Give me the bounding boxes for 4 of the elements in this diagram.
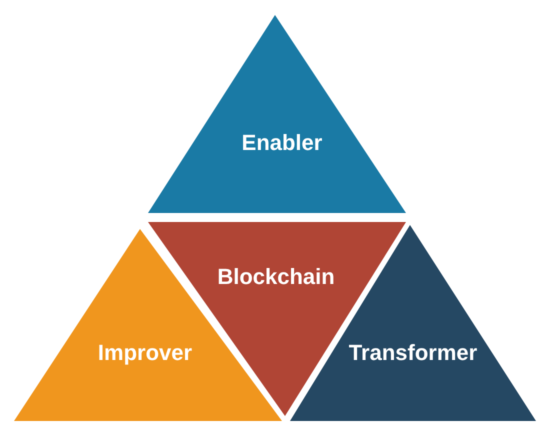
triangle-label: Improver	[98, 340, 192, 366]
triangle-label: Enabler	[242, 130, 322, 156]
triangle-label: Transformer	[348, 340, 478, 366]
triangle-label: Blockchain	[217, 264, 335, 290]
